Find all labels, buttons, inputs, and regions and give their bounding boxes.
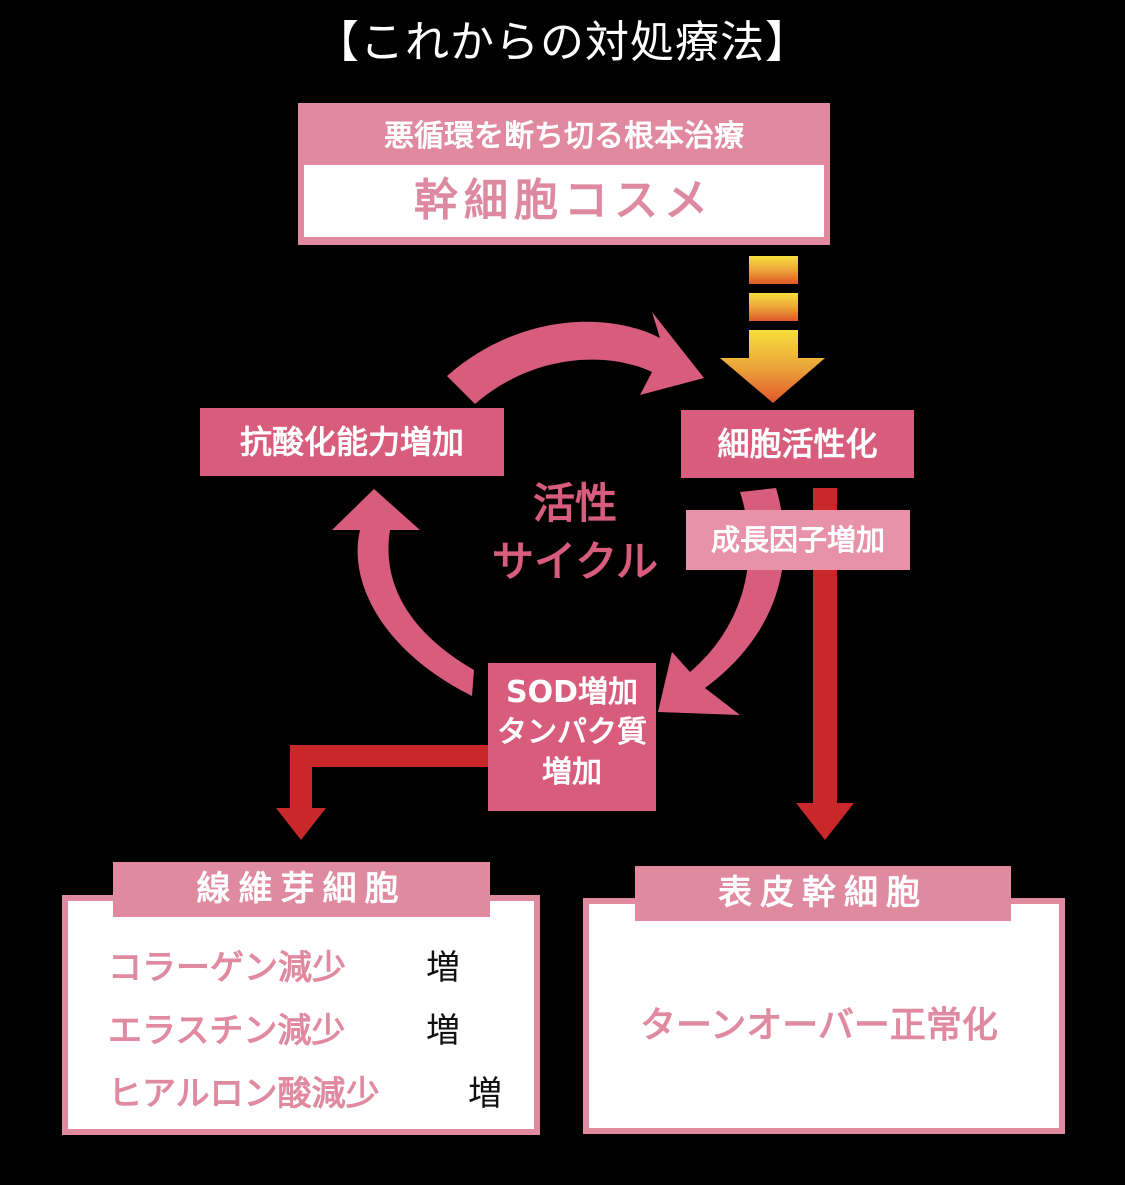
- increase-mark: 増: [468, 1074, 502, 1114]
- node-growth-factor: 成長因子増加: [686, 510, 910, 570]
- sod-line-2: タンパク質: [497, 715, 647, 750]
- fibroblast-row: ヒアルロン酸減少 増: [108, 1066, 502, 1115]
- node-sod-protein: SOD増加 タンパク質 増加: [488, 663, 656, 811]
- sod-line-1: SOD増加: [505, 675, 638, 710]
- node-cell-activation: 細胞活性化: [681, 410, 914, 478]
- fibroblast-row: エラスチン減少 増: [108, 1003, 460, 1052]
- node-antioxidant: 抗酸化能力増加: [200, 408, 504, 476]
- fibroblast-panel-title: 線維芽細胞: [113, 862, 490, 917]
- fibroblast-row: コラーゲン減少 増: [108, 940, 460, 989]
- cycle-label-line-1: 活性: [532, 479, 617, 528]
- red-arrow-to-fibroblast: [276, 745, 490, 840]
- turnover-normalization-text: ターンオーバー正常化: [640, 1005, 998, 1046]
- gradient-dash-2: [749, 293, 798, 321]
- fibroblast-row-text: コラーゲン減少: [108, 948, 346, 988]
- stem-cell-cosmetics-label: 幹細胞コスメ: [304, 165, 824, 237]
- root-treatment-box: 悪循環を断ち切る根本治療 幹細胞コスメ: [298, 103, 830, 245]
- gradient-dash-1: [749, 256, 798, 284]
- page-title: 【これからの対処療法】: [315, 17, 810, 68]
- root-treatment-subtitle: 悪循環を断ち切る根本治療: [384, 119, 744, 154]
- down-gradient-arrow: [720, 256, 825, 403]
- fibroblast-row-text: エラスチン減少: [108, 1011, 346, 1051]
- gradient-arrow-head: [720, 330, 825, 403]
- fibroblast-row-text: ヒアルロン酸減少: [108, 1074, 380, 1114]
- cycle-label-line-2: サイクル: [492, 537, 658, 586]
- increase-mark: 増: [426, 948, 460, 988]
- cycle-arrow-left: [332, 489, 474, 696]
- fibroblast-panel: [62, 895, 540, 1135]
- increase-mark: 増: [426, 1011, 460, 1051]
- epidermal-panel-title: 表皮幹細胞: [635, 866, 1011, 921]
- active-cycle-label: 活性 サイクル: [470, 475, 680, 591]
- epidermal-panel: [583, 898, 1065, 1134]
- cycle-arrow-top: [447, 312, 704, 404]
- sod-line-3: 増加: [542, 755, 602, 790]
